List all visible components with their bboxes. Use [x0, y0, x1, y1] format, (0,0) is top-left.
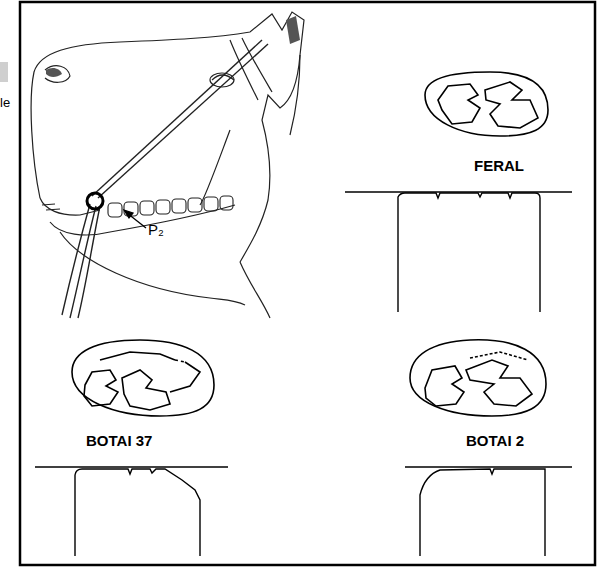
bridle-and-reins	[62, 40, 268, 318]
teeth-row	[42, 196, 233, 217]
specimen-label: BOTAI 37	[86, 433, 152, 448]
bit-ring	[87, 193, 103, 209]
horse-head-sketch	[31, 12, 304, 318]
p2-leader-arrow	[124, 210, 146, 228]
edge-fragment-text: le	[0, 96, 10, 109]
frame-border	[20, 2, 595, 565]
edge-fragment	[0, 62, 8, 82]
botai37-occlusal	[72, 340, 214, 416]
specimen-label: FERAL	[474, 158, 524, 173]
tooth-profiles	[35, 192, 572, 556]
specimen-label: BOTAI 2	[466, 433, 524, 448]
botai2-occlusal	[410, 340, 546, 416]
tooth-label: P₂	[148, 222, 164, 237]
mane-tuft	[46, 16, 300, 77]
feral-occlusal	[425, 72, 548, 136]
